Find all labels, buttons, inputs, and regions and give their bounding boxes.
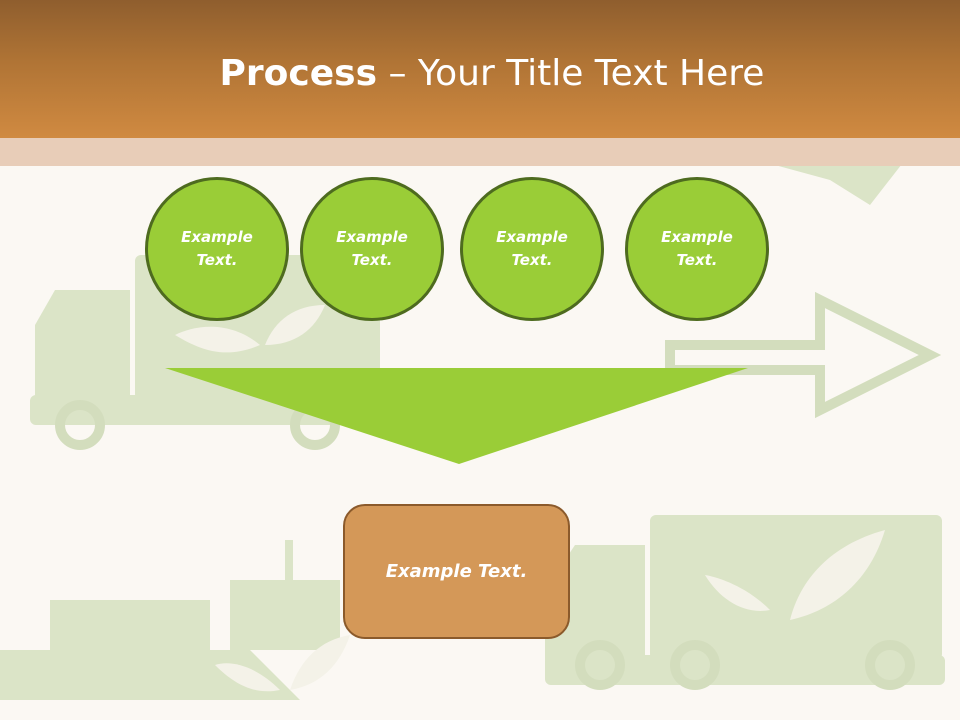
- circle-3-line2: Text.: [511, 251, 553, 269]
- ship-icon: [0, 540, 340, 700]
- leaf-icon: [175, 326, 260, 353]
- circle-1-line2: Text.: [196, 251, 238, 269]
- circle-4-line2: Text.: [676, 251, 718, 269]
- result-box: Example Text.: [343, 504, 570, 639]
- slide-title-rest: – Your Title Text Here: [377, 53, 765, 94]
- title-band: [0, 138, 960, 166]
- circle-4-line1: Example: [661, 228, 733, 246]
- slide-title: Process – Your Title Text Here: [0, 52, 960, 96]
- circle-1-line1: Example: [181, 228, 253, 246]
- result-box-text: Example Text.: [385, 561, 528, 582]
- circle-3-line1: Example: [496, 228, 568, 246]
- slide-title-bold: Process: [219, 53, 378, 94]
- circle-2-line1: Example: [336, 228, 408, 246]
- circle-2-line2: Text.: [351, 251, 393, 269]
- title-bar: [0, 0, 960, 138]
